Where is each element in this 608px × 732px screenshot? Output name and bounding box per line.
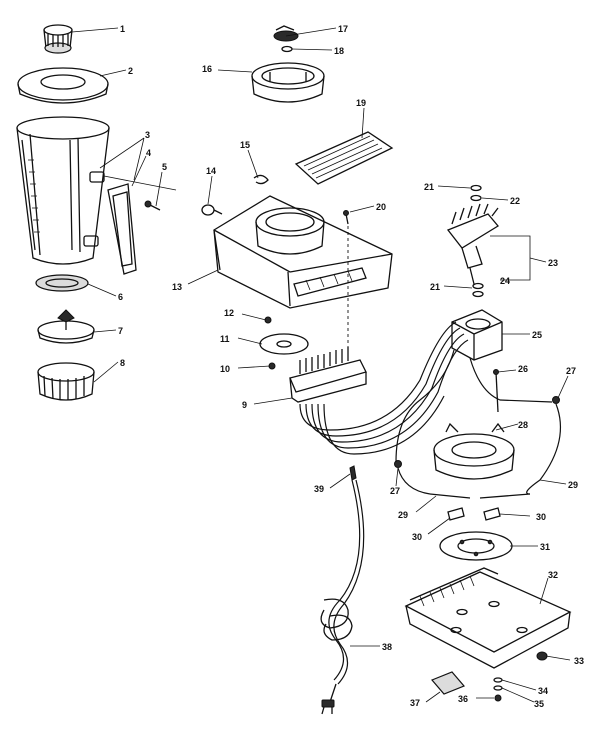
callout: 22 [510,196,520,206]
callout: 13 [172,282,182,292]
callout: 37 [410,698,420,708]
callout: 19 [356,98,366,108]
callout: 36 [458,694,468,704]
callout: 1 [120,24,125,34]
part-9-switch-assembly [289,347,367,403]
callout: 26 [518,364,528,374]
callout-labels: 1 2 3 4 5 6 7 8 9 10 11 12 13 14 15 16 1… [118,24,584,709]
callout: 21 [430,282,440,292]
part-6-sealing-ring [35,274,89,292]
callout: 29 [568,480,578,490]
callout: 7 [118,326,123,336]
callout: 30 [412,532,422,542]
part-4-jar-handle [107,183,137,275]
part-21-washers-bottom [472,282,484,298]
part-31-base-plate [439,531,513,561]
part-1-filler-cap [43,24,73,54]
part-39-strain-relief [349,465,357,481]
part-16-motor-cover [251,62,325,103]
part-33-foot [536,651,548,661]
callout: 21 [424,182,434,192]
callout: 35 [534,699,544,709]
callout: 27 [390,486,400,496]
callout: 29 [398,510,408,520]
callout: 3 [145,130,150,140]
callout: 18 [334,46,344,56]
part-32-bottom-base [404,567,572,669]
part-28-motor-mount [433,422,515,480]
callout: 28 [518,420,528,430]
part-19-switch-label [294,131,394,185]
callout: 31 [540,542,550,552]
part-30-brackets [447,507,501,521]
callout: 5 [162,162,167,172]
callout: 6 [118,292,123,302]
callout: 39 [314,484,324,494]
callout: 32 [548,570,558,580]
callout: 10 [220,364,230,374]
callout: 2 [128,66,133,76]
callout: 16 [202,64,212,74]
part-29-cord [429,493,531,499]
wiring-harness [299,321,562,495]
part-5-handle-screw [144,200,161,211]
part-11-switch-plate [259,333,309,355]
part-27-grommet-left [394,460,402,468]
callout: 17 [338,24,348,34]
callout: 14 [206,166,216,176]
part-18-washer [281,45,293,53]
callout: 27 [566,366,576,376]
part-3-blender-jar [16,116,110,265]
part-7-blade-assembly [37,309,95,344]
part-21-22-washers-top [470,184,482,202]
part-14-switch-knob [201,204,223,216]
callout: 8 [120,358,125,368]
callout: 24 [500,276,510,286]
part-8-jar-base-nut [37,362,95,401]
part-34-35-36-hardware [493,677,503,702]
callout: 30 [536,512,546,522]
callout: 20 [376,202,386,212]
part-20-screw [343,210,349,225]
callout: 12 [224,308,234,318]
callout: 9 [242,400,247,410]
part-15-spring-clip [253,174,269,185]
part-17-drive-stud [273,25,299,42]
part-23-armature [446,203,499,285]
callout: 23 [548,258,558,268]
part-27-grommet-right [552,396,560,404]
callout: 4 [146,148,151,158]
part-26-pin [493,369,499,413]
callout: 25 [532,330,542,340]
callout: 38 [382,642,392,652]
part-13-motor-housing [213,195,393,309]
callout: 34 [538,686,548,696]
part-25-field-coil [451,309,503,361]
callout: 33 [574,656,584,666]
leader-lines [71,27,571,703]
callout: 11 [220,334,230,344]
part-37-label [430,671,466,695]
callout: 15 [240,140,250,150]
part-2-jar-lid [17,67,109,104]
part-38-power-cord [320,479,365,715]
